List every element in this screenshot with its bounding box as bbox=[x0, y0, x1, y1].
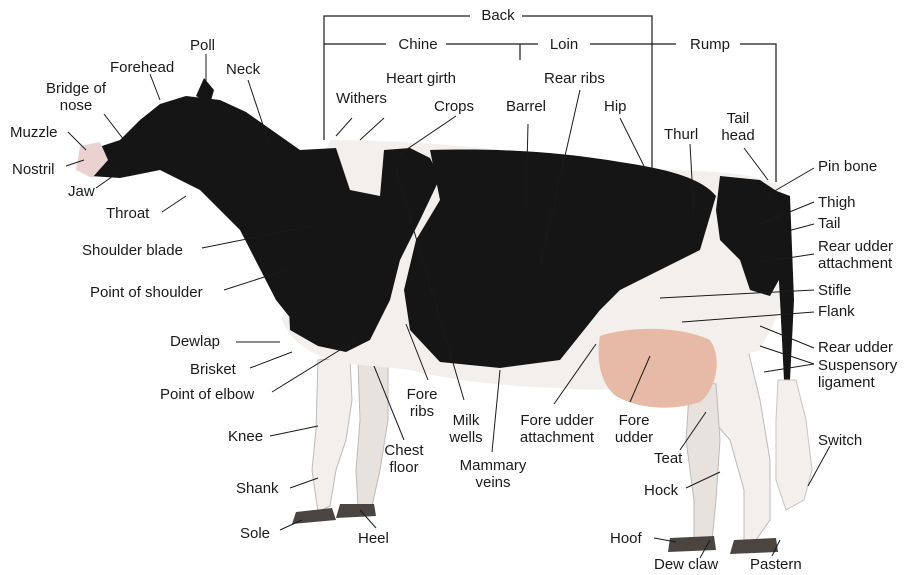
label-rear-udder-attachment-line2: attachment bbox=[818, 255, 893, 272]
label-milk-wells-line2: wells bbox=[440, 429, 492, 446]
label-mammary-veins-line2: veins bbox=[448, 474, 538, 491]
label-milk-wells-line1: Milk bbox=[440, 412, 492, 429]
label-forehead: Forehead bbox=[110, 59, 174, 76]
label-poll: Poll bbox=[190, 37, 215, 54]
label-chest-floor-line2: floor bbox=[376, 459, 432, 476]
label-back: Back bbox=[474, 7, 522, 24]
label-bridge-of-nose-line1: Bridge of bbox=[36, 80, 116, 97]
label-rear-udder-attachment-line1: Rear udder bbox=[818, 238, 893, 255]
label-chest-floor-line1: Chest bbox=[376, 442, 432, 459]
label-switch: Switch bbox=[818, 432, 862, 449]
label-pastern: Pastern bbox=[750, 556, 802, 573]
label-crops: Crops bbox=[434, 98, 474, 115]
label-muzzle: Muzzle bbox=[10, 124, 58, 141]
label-rear-udder-attachment: Rear udder attachment bbox=[818, 238, 893, 272]
label-throat: Throat bbox=[106, 205, 149, 222]
label-teat: Teat bbox=[654, 450, 682, 467]
label-heel: Heel bbox=[358, 530, 389, 547]
label-tail-head-line1: Tail bbox=[716, 110, 760, 127]
label-bridge-of-nose: Bridge of nose bbox=[36, 80, 116, 114]
label-chine: Chine bbox=[390, 36, 446, 53]
label-dew-claw: Dew claw bbox=[654, 556, 718, 573]
label-point-of-elbow: Point of elbow bbox=[160, 386, 254, 403]
label-loin: Loin bbox=[540, 36, 588, 53]
label-thurl: Thurl bbox=[664, 126, 698, 143]
label-thigh: Thigh bbox=[818, 194, 856, 211]
label-hip: Hip bbox=[604, 98, 627, 115]
label-tail: Tail bbox=[818, 215, 841, 232]
label-dewlap: Dewlap bbox=[170, 333, 220, 350]
label-sole: Sole bbox=[240, 525, 270, 542]
label-shoulder-blade: Shoulder blade bbox=[82, 242, 183, 259]
label-suspensory-ligament-line1: Suspensory bbox=[818, 357, 897, 374]
label-rear-udder: Rear udder bbox=[818, 339, 893, 356]
label-mammary-veins-line1: Mammary bbox=[448, 457, 538, 474]
label-pin-bone: Pin bone bbox=[818, 158, 877, 175]
label-knee: Knee bbox=[228, 428, 263, 445]
label-heart-girth: Heart girth bbox=[386, 70, 456, 87]
label-rear-ribs: Rear ribs bbox=[544, 70, 605, 87]
label-stifle: Stifle bbox=[818, 282, 851, 299]
label-barrel: Barrel bbox=[506, 98, 546, 115]
label-fore-ribs: Fore ribs bbox=[400, 386, 444, 420]
label-fore-udder-attachment: Fore udder attachment bbox=[510, 412, 604, 446]
label-chest-floor: Chest floor bbox=[376, 442, 432, 476]
label-fore-ribs-line2: ribs bbox=[400, 403, 444, 420]
label-hoof: Hoof bbox=[610, 530, 642, 547]
label-fore-udder-line2: udder bbox=[608, 429, 660, 446]
label-point-of-shoulder: Point of shoulder bbox=[90, 284, 203, 301]
label-shank: Shank bbox=[236, 480, 279, 497]
label-flank: Flank bbox=[818, 303, 855, 320]
label-fore-udder-line1: Fore bbox=[608, 412, 660, 429]
label-fore-udder-attachment-line1: Fore udder bbox=[510, 412, 604, 429]
label-fore-ribs-line1: Fore bbox=[400, 386, 444, 403]
label-rump: Rump bbox=[680, 36, 740, 53]
label-nostril: Nostril bbox=[12, 161, 55, 178]
label-tail-head-line2: head bbox=[716, 127, 760, 144]
label-suspensory-ligament: Suspensory ligament bbox=[818, 357, 897, 391]
label-mammary-veins: Mammary veins bbox=[448, 457, 538, 491]
label-fore-udder: Fore udder bbox=[608, 412, 660, 446]
label-fore-udder-attachment-line2: attachment bbox=[510, 429, 604, 446]
label-suspensory-ligament-line2: ligament bbox=[818, 374, 897, 391]
label-milk-wells: Milk wells bbox=[440, 412, 492, 446]
label-bridge-of-nose-line2: nose bbox=[36, 97, 116, 114]
label-neck: Neck bbox=[226, 61, 260, 78]
label-hock: Hock bbox=[644, 482, 678, 499]
label-jaw: Jaw bbox=[68, 183, 95, 200]
label-tail-head: Tail head bbox=[716, 110, 760, 144]
label-brisket: Brisket bbox=[190, 361, 236, 378]
label-withers: Withers bbox=[336, 90, 387, 107]
